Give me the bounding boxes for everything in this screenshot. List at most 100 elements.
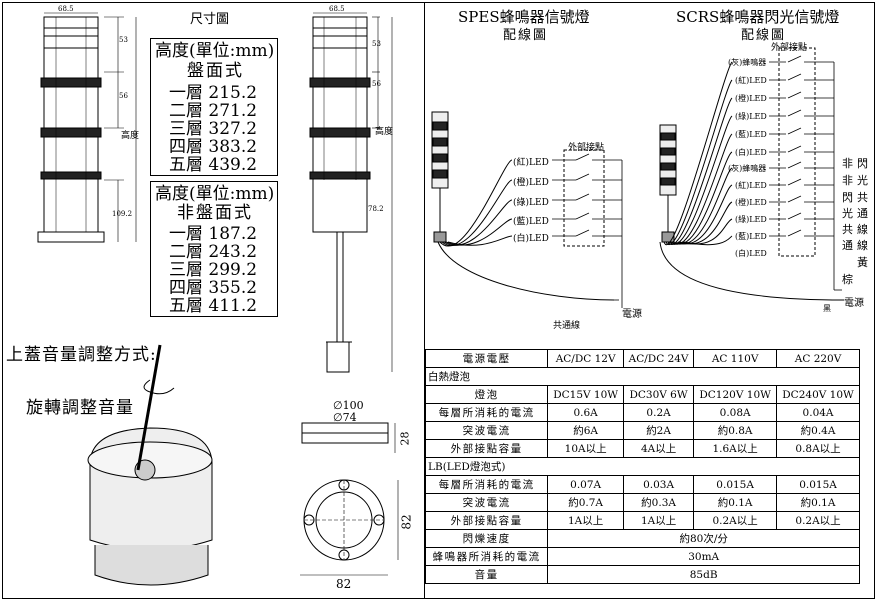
scrs-side-label: 通 (842, 239, 853, 252)
table-cell: 約6A (547, 421, 624, 440)
scrs-brown-label: 棕 (842, 273, 853, 286)
table-row: 燈泡 DC15V 10W DC30V 6W DC120V 10W DC240V … (424, 385, 860, 404)
table-row: 突波電流 約0.7A 約0.3A 約0.1A 約0.1A (424, 493, 860, 512)
dim-width-2: 68.5 (329, 5, 345, 13)
table-row: LB(LED燈泡式) (425, 457, 860, 476)
scrs-row: (灰)蜂鳴器 (728, 164, 767, 173)
table-row: 外部接點容量 1A以上 1A以上 0.2A以上 0.2A以上 (424, 511, 860, 530)
spes-common-label: 共通線 (553, 321, 581, 331)
scrs-subtitle: 配線圖 (741, 28, 787, 43)
spes-led: (綠)LED (513, 198, 549, 208)
dim-base-1: 109.2 (112, 210, 133, 218)
base-outer-dim: ∅100 (333, 399, 364, 412)
table-cell: 85dB (547, 565, 860, 584)
table-cell: 0.6A (547, 403, 624, 422)
scrs-side-label: 光 (857, 174, 868, 187)
dim-height-2: 高度 (375, 127, 394, 137)
volume-caption: 旋轉調整音量 (26, 398, 134, 418)
table-cell: DC240V 10W (776, 385, 860, 404)
non-panel-mount-row: 五層 411.2 (169, 296, 258, 316)
table-row: 外部接點容量 10A以上 4A以上 1.6A以上 0.8A以上 (424, 439, 860, 458)
spes-led: (紅)LED (513, 158, 549, 168)
table-row: 每層所消耗的電流 0.6A 0.2A 0.08A 0.04A (424, 403, 860, 422)
panel-mount-row: 二層 271.2 (169, 101, 258, 121)
table-cell: 1.6A以上 (693, 439, 778, 458)
table-cell: 1A以上 (622, 511, 695, 530)
wiring-diagrams (431, 47, 845, 308)
table-cell: 約0.8A (693, 421, 778, 440)
scrs-row: (紅)LED (735, 181, 767, 190)
non-panel-mount-table: 高度(單位:mm) 非盤面式 一層 187.2 二層 243.2 三層 299.… (150, 181, 278, 317)
table-cell: DC15V 10W (547, 385, 624, 404)
table-cell: DC120V 10W (693, 385, 778, 404)
table-row: 閃爍速度 約80次/分 (424, 529, 860, 548)
scrs-row: (白)LED (735, 249, 767, 258)
table-cell: 音量 (424, 565, 549, 584)
table-cell: 0.03A (622, 475, 695, 494)
dim-width-1: 68.5 (58, 5, 74, 13)
table-header: AC/DC 24V (622, 349, 695, 368)
table-cell: 0.015A (693, 475, 778, 494)
table-row: 每層所消耗的電流 0.07A 0.03A 0.015A 0.015A (424, 475, 860, 494)
panel-mount-row: 四層 383.2 (169, 137, 258, 157)
spes-title: SPES蜂鳴器信號燈 (458, 8, 590, 26)
scrs-row: (橙)LED (735, 94, 767, 103)
panel-mount-row: 三層 327.2 (169, 119, 258, 139)
panel-mount-row: 五層 439.2 (169, 155, 258, 175)
table-cell: 約0.1A (693, 493, 778, 512)
scrs-title: SCRS蜂鳴器閃光信號燈 (676, 8, 840, 26)
spes-subtitle: 配線圖 (503, 28, 549, 43)
table-cell: 每層所消耗的電流 (424, 475, 549, 494)
table-row: 音量 85dB (424, 565, 860, 584)
table-cell: DC30V 6W (622, 385, 695, 404)
scrs-row: (藍)LED (735, 130, 767, 139)
scrs-side-label: 非 (842, 174, 853, 187)
table-cell: 約0.7A (547, 493, 624, 512)
non-panel-mount-title: 高度(單位:mm) (155, 184, 275, 204)
base-bottom-dim: 82 (336, 577, 352, 591)
table-header: 電源電壓 (424, 349, 549, 368)
scrs-row: (白)LED (735, 148, 767, 157)
base-inner-dim: ∅74 (333, 411, 357, 424)
volume-title: 上蓋音量調整方式: (6, 345, 157, 365)
dimension-drawings (37, 12, 399, 586)
table-cell: 約0.1A (776, 493, 860, 512)
spes-power-label: 電源 (622, 309, 642, 320)
scrs-side-label: 線 (857, 223, 868, 236)
table-row: 白熱燈泡 (425, 367, 860, 386)
table-cell: 0.2A以上 (693, 511, 778, 530)
table-cell: 外部接點容量 (424, 439, 549, 458)
base-side-dim: 82 (399, 514, 414, 530)
scrs-side-label: 共 (842, 223, 853, 236)
dim-d2-2: 56 (372, 80, 381, 88)
table-cell: 外部接點容量 (424, 511, 549, 530)
scrs-row: (橙)LED (735, 198, 767, 207)
scrs-black-label: 黑 (823, 304, 831, 313)
scrs-row: (紅)LED (735, 76, 767, 85)
non-panel-mount-subtitle: 非盤面式 (177, 203, 253, 223)
spes-led: (橙)LED (513, 178, 549, 188)
dimension-title: 尺寸圖 (190, 12, 230, 27)
scrs-side-label: 非 (842, 157, 853, 170)
dim-base-2: 78.2 (368, 205, 384, 213)
table-cell: 蜂鳴器所消耗的電流 (424, 547, 549, 566)
scrs-side-label: 通 (857, 207, 868, 220)
section-divider (424, 2, 425, 599)
table-row: 蜂鳴器所消耗的電流 30mA (424, 547, 860, 566)
table-row: 電源電壓 AC/DC 12V AC/DC 24V AC 110V AC 220V (424, 349, 860, 368)
dim-height-1: 高度 (121, 131, 140, 141)
table-cell: 0.015A (776, 475, 860, 494)
scrs-row: (藍)LED (735, 232, 767, 241)
table-cell: 約0.4A (776, 421, 860, 440)
non-panel-mount-row: 四層 355.2 (169, 278, 258, 298)
dim-d1-2: 53 (372, 40, 381, 48)
scrs-row: (綠)LED (735, 215, 767, 224)
table-cell: 閃爍速度 (424, 529, 549, 548)
spes-led: (白)LED (513, 234, 549, 244)
table-cell: 0.2A (622, 403, 695, 422)
table-cell: 約0.3A (622, 493, 695, 512)
table-cell: 約2A (622, 421, 695, 440)
table-cell: 1A以上 (547, 511, 624, 530)
table-cell: 0.04A (776, 403, 860, 422)
